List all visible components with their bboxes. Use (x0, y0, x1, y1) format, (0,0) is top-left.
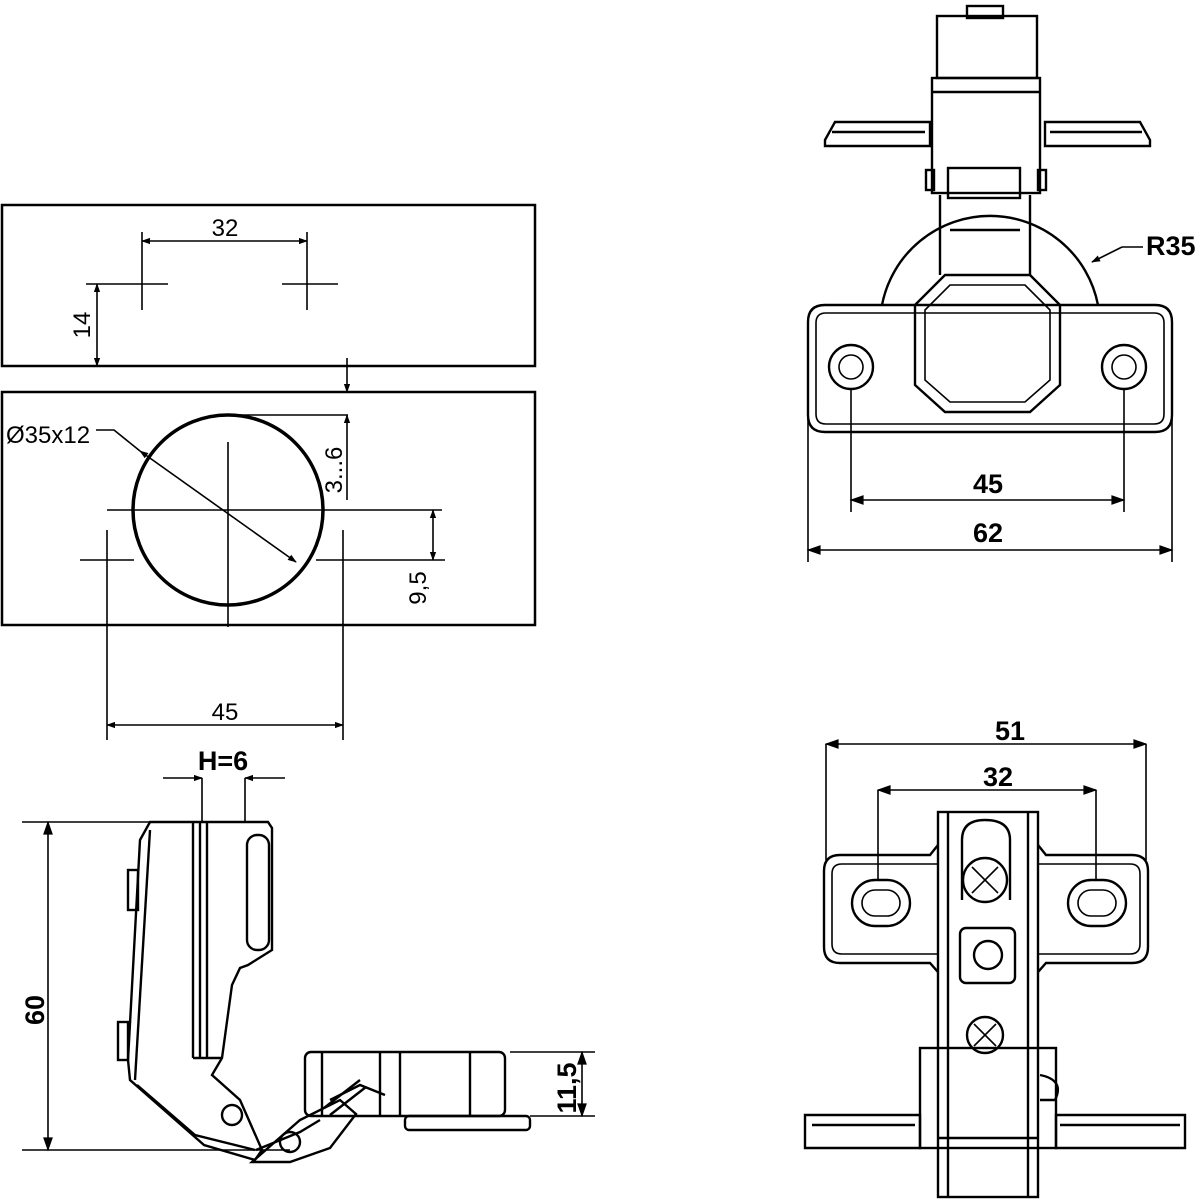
dim-32-label: 32 (212, 215, 239, 242)
frame-crosshair-left (112, 255, 168, 310)
bottom-screw-cross-top (971, 866, 999, 894)
bottom-view: 51 32 (803, 716, 1187, 1199)
dim-51-label: 51 (995, 716, 1025, 746)
frame-crosshair-right (282, 232, 338, 310)
top-view: R35 45 (806, 4, 1196, 562)
cup-diameter-label: Ø35x12 (6, 422, 90, 449)
r35-arc (880, 214, 1100, 306)
bottom-mounting-plate (822, 843, 1150, 974)
top-screw-hole-right (1100, 343, 1148, 391)
dim-14-label: 14 (69, 312, 96, 339)
bottom-slot-left (850, 878, 912, 928)
top-arm (823, 4, 1152, 275)
frame-panel (0, 203, 537, 368)
bottom-screw-top (961, 856, 1009, 904)
door-crosshair-left (80, 530, 134, 740)
dim-62-label: 62 (973, 518, 1003, 548)
bottom-slot-right (1066, 878, 1128, 928)
door-crosshair-right (316, 530, 372, 740)
dim-9-5-label: 9,5 (405, 571, 432, 604)
side-hinge-body (116, 820, 532, 1164)
dim-h-label: H=6 (198, 746, 248, 776)
dim-45-door-label: 45 (212, 699, 239, 726)
cup-diameter-line (139, 450, 297, 563)
dim-60-label: 60 (20, 995, 50, 1025)
top-cup (913, 273, 1062, 414)
top-screw-hole-left (827, 343, 875, 391)
dim-45-top-label: 45 (973, 469, 1003, 499)
dim-11-5-label: 11,5 (552, 1062, 582, 1113)
drilling-template: 32 14 Ø35x12 3...6 9,5 45 (0, 203, 537, 740)
bottom-screw-cross-lower (973, 1023, 997, 1047)
side-view: H=6 60 11,5 (20, 746, 595, 1164)
dim-32-bottom-label: 32 (983, 762, 1013, 792)
top-mounting-plate (806, 303, 1174, 434)
r35-label: R35 (1146, 231, 1196, 261)
dim-offset-label: 3...6 (321, 447, 348, 494)
bottom-screw-lower (965, 1015, 1005, 1055)
